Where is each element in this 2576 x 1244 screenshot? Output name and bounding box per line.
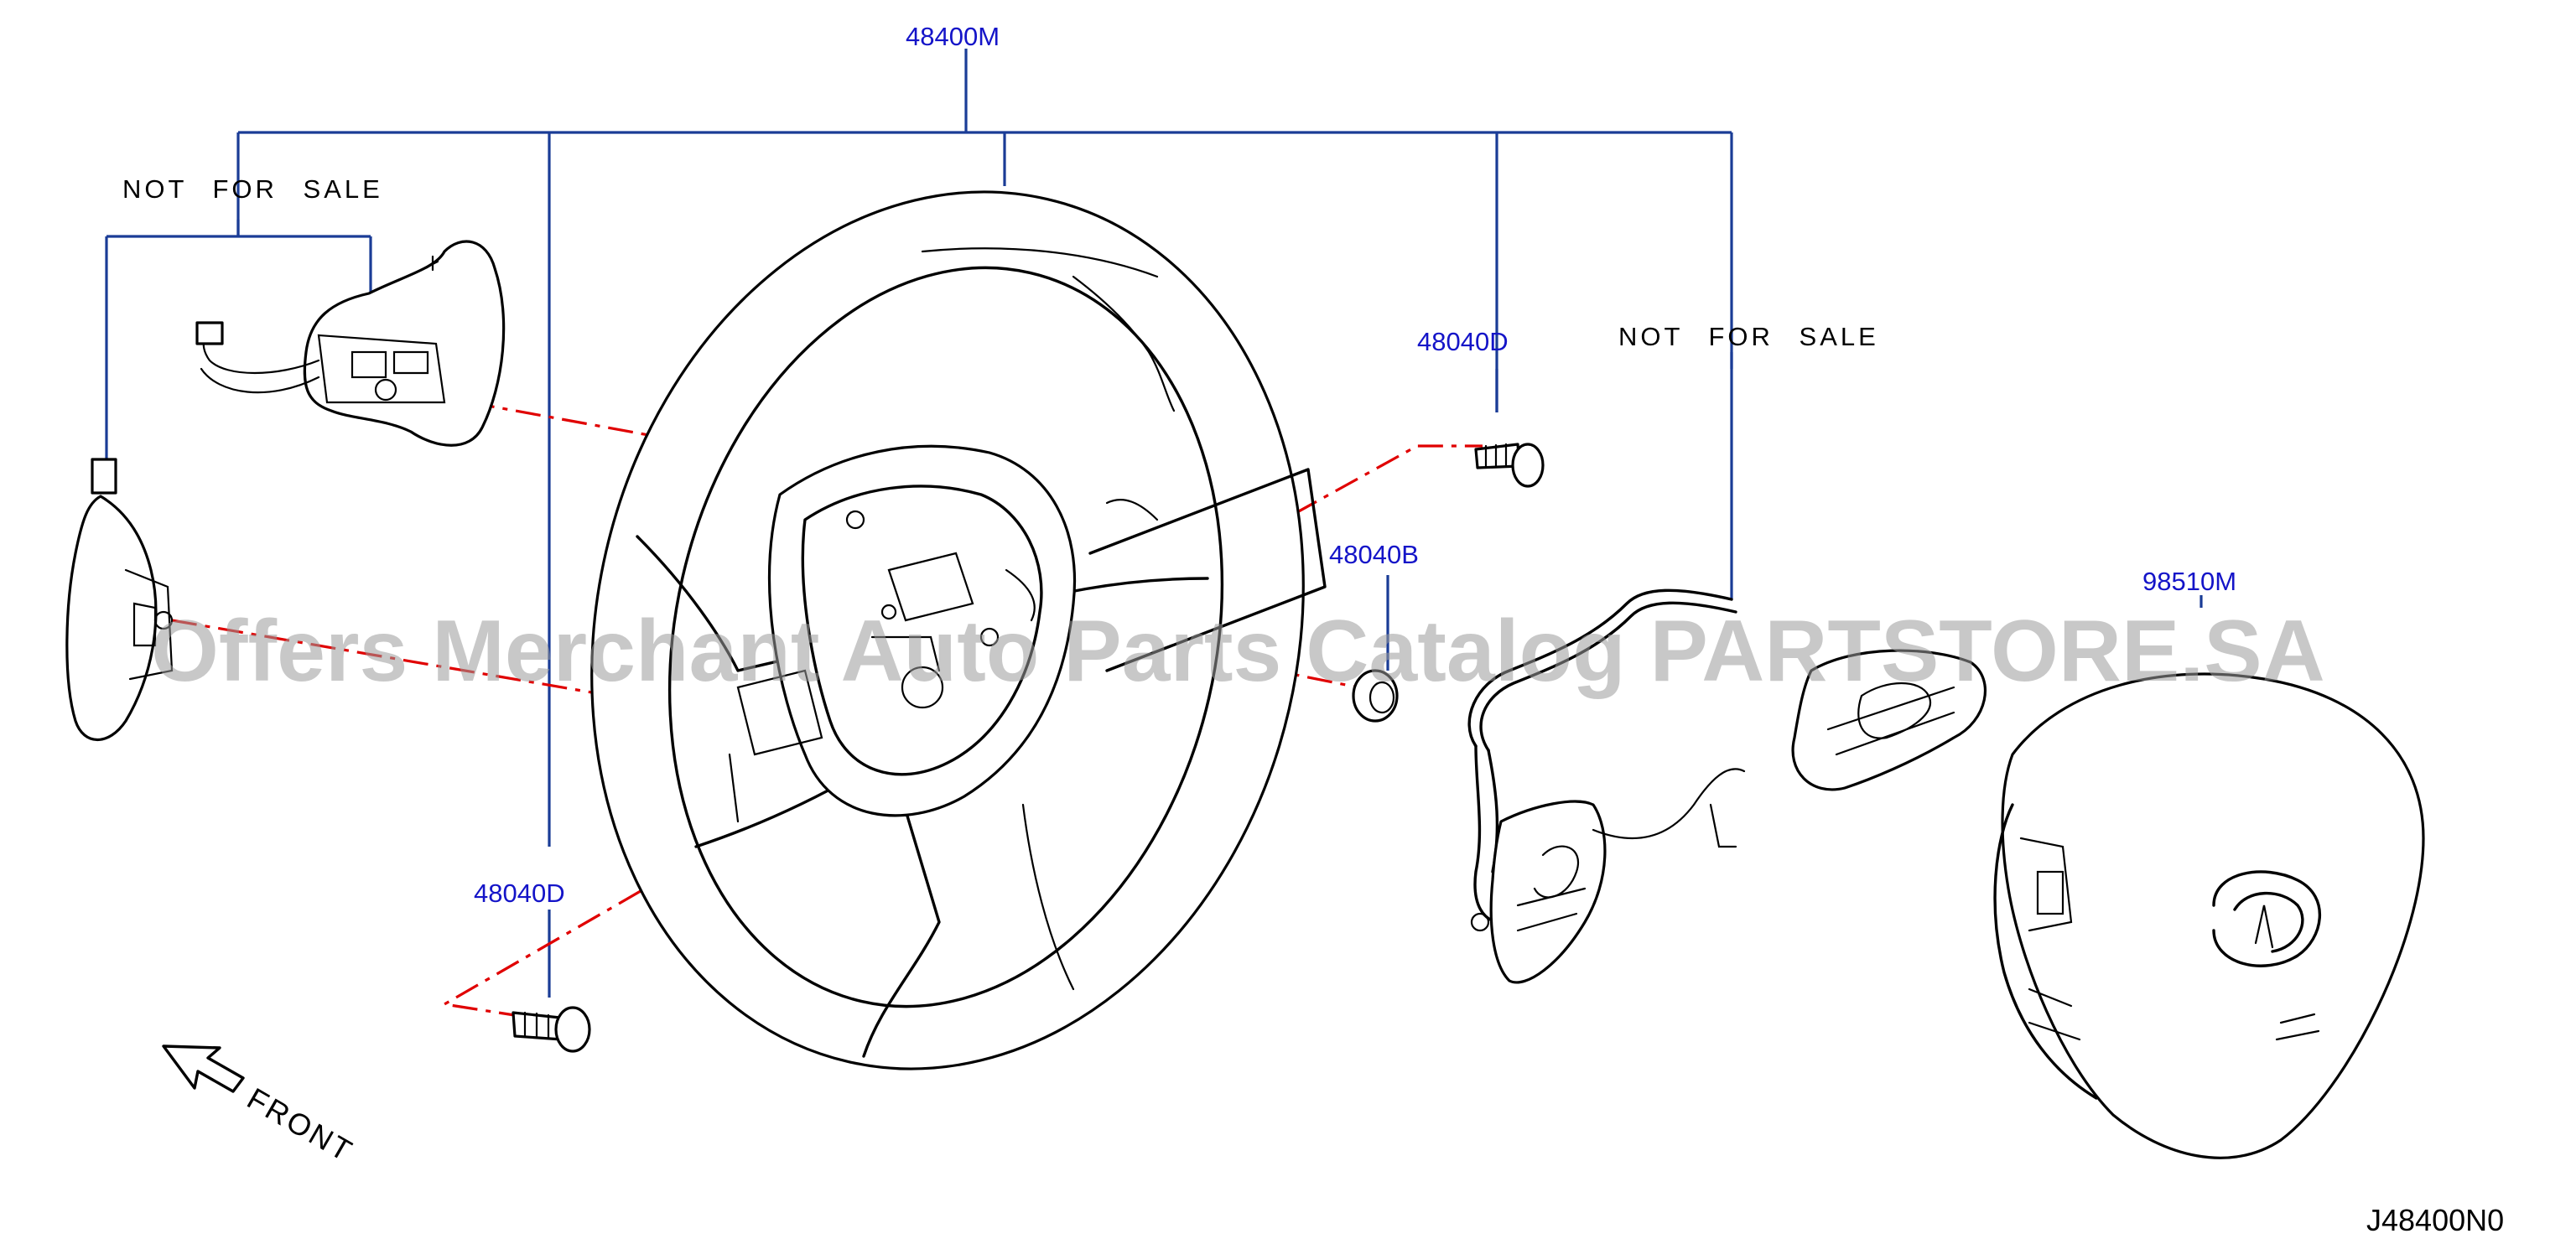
label-98510m: 98510M	[2142, 567, 2236, 596]
clip-48040b	[1352, 669, 1399, 723]
left-upper-switch	[195, 240, 506, 447]
watermark: Offers Merchant Auto Parts Catalog PARTS…	[151, 603, 2325, 700]
label-48400m: 48400M	[906, 22, 1000, 51]
airbag-module	[1993, 672, 2425, 1159]
right-switch-assembly	[1467, 588, 1987, 984]
label-not-for-sale-left: NOT FOR SALE	[122, 174, 383, 204]
leader-lines	[105, 49, 2203, 998]
steering-wheel	[590, 190, 1327, 1070]
label-48040b: 48040B	[1329, 540, 1419, 569]
label-48040d-right: 48040D	[1417, 327, 1509, 356]
diagram-code: J48400N0	[2366, 1203, 2504, 1237]
front-arrow: FRONT	[162, 1044, 360, 1169]
label-not-for-sale-right: NOT FOR SALE	[1618, 322, 1879, 351]
label-48040d-left: 48040D	[474, 879, 565, 908]
bolt-48040d-right	[1474, 443, 1545, 488]
left-lower-switch	[65, 458, 174, 742]
front-label: FRONT	[242, 1081, 360, 1169]
bolt-48040d-left	[512, 1006, 591, 1053]
